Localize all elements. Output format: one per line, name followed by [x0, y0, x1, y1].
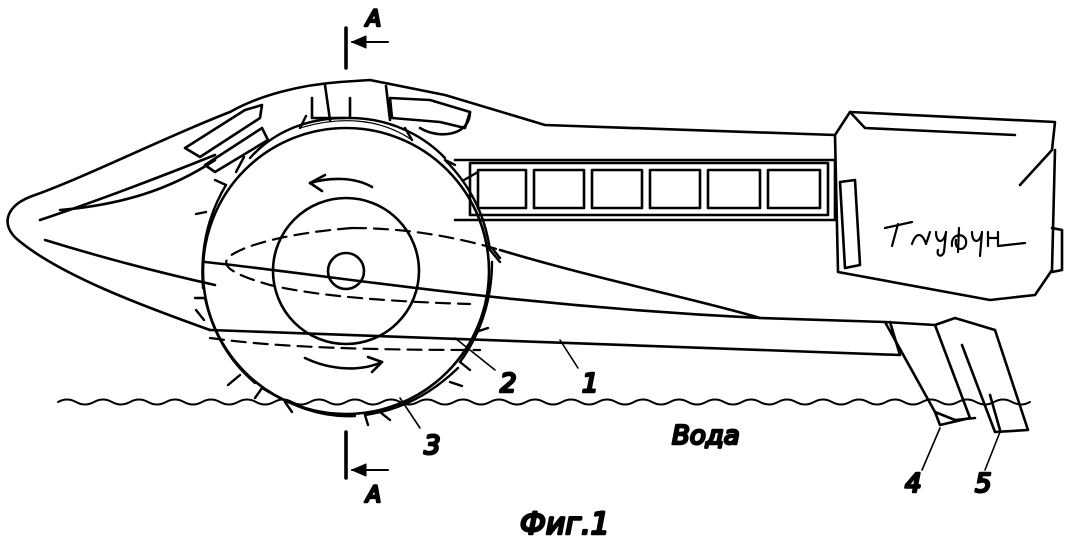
callout-4: 4	[905, 469, 922, 499]
vehicle-hull	[6, 78, 1064, 434]
brand-logo	[883, 220, 1027, 258]
section-line-a	[344, 26, 389, 480]
callout-leaders	[399, 337, 1001, 471]
callout-3: 3	[424, 431, 441, 461]
wheel-axle	[326, 251, 366, 291]
callout-5: 5	[975, 469, 992, 499]
propulsion-wheel	[193, 114, 502, 427]
callout-1: 1	[582, 369, 599, 399]
rotation-arrow-bottom	[303, 356, 384, 370]
hidden-hull-line	[225, 226, 472, 306]
figure-caption: Фиг.1	[520, 507, 610, 542]
wheel-rim	[201, 126, 491, 416]
side-window-frame	[468, 161, 830, 217]
water-surface-line	[57, 398, 1031, 406]
water-label: Вода	[672, 421, 740, 451]
section-mark-bottom: A	[364, 483, 381, 508]
section-mark-top: A	[364, 7, 381, 32]
wheel-paddles	[193, 114, 502, 427]
wheel-hub-ring	[271, 196, 421, 346]
rotation-arrow-top	[308, 177, 374, 189]
callout-2: 2	[500, 369, 517, 399]
stern-strut-4	[883, 320, 972, 427]
